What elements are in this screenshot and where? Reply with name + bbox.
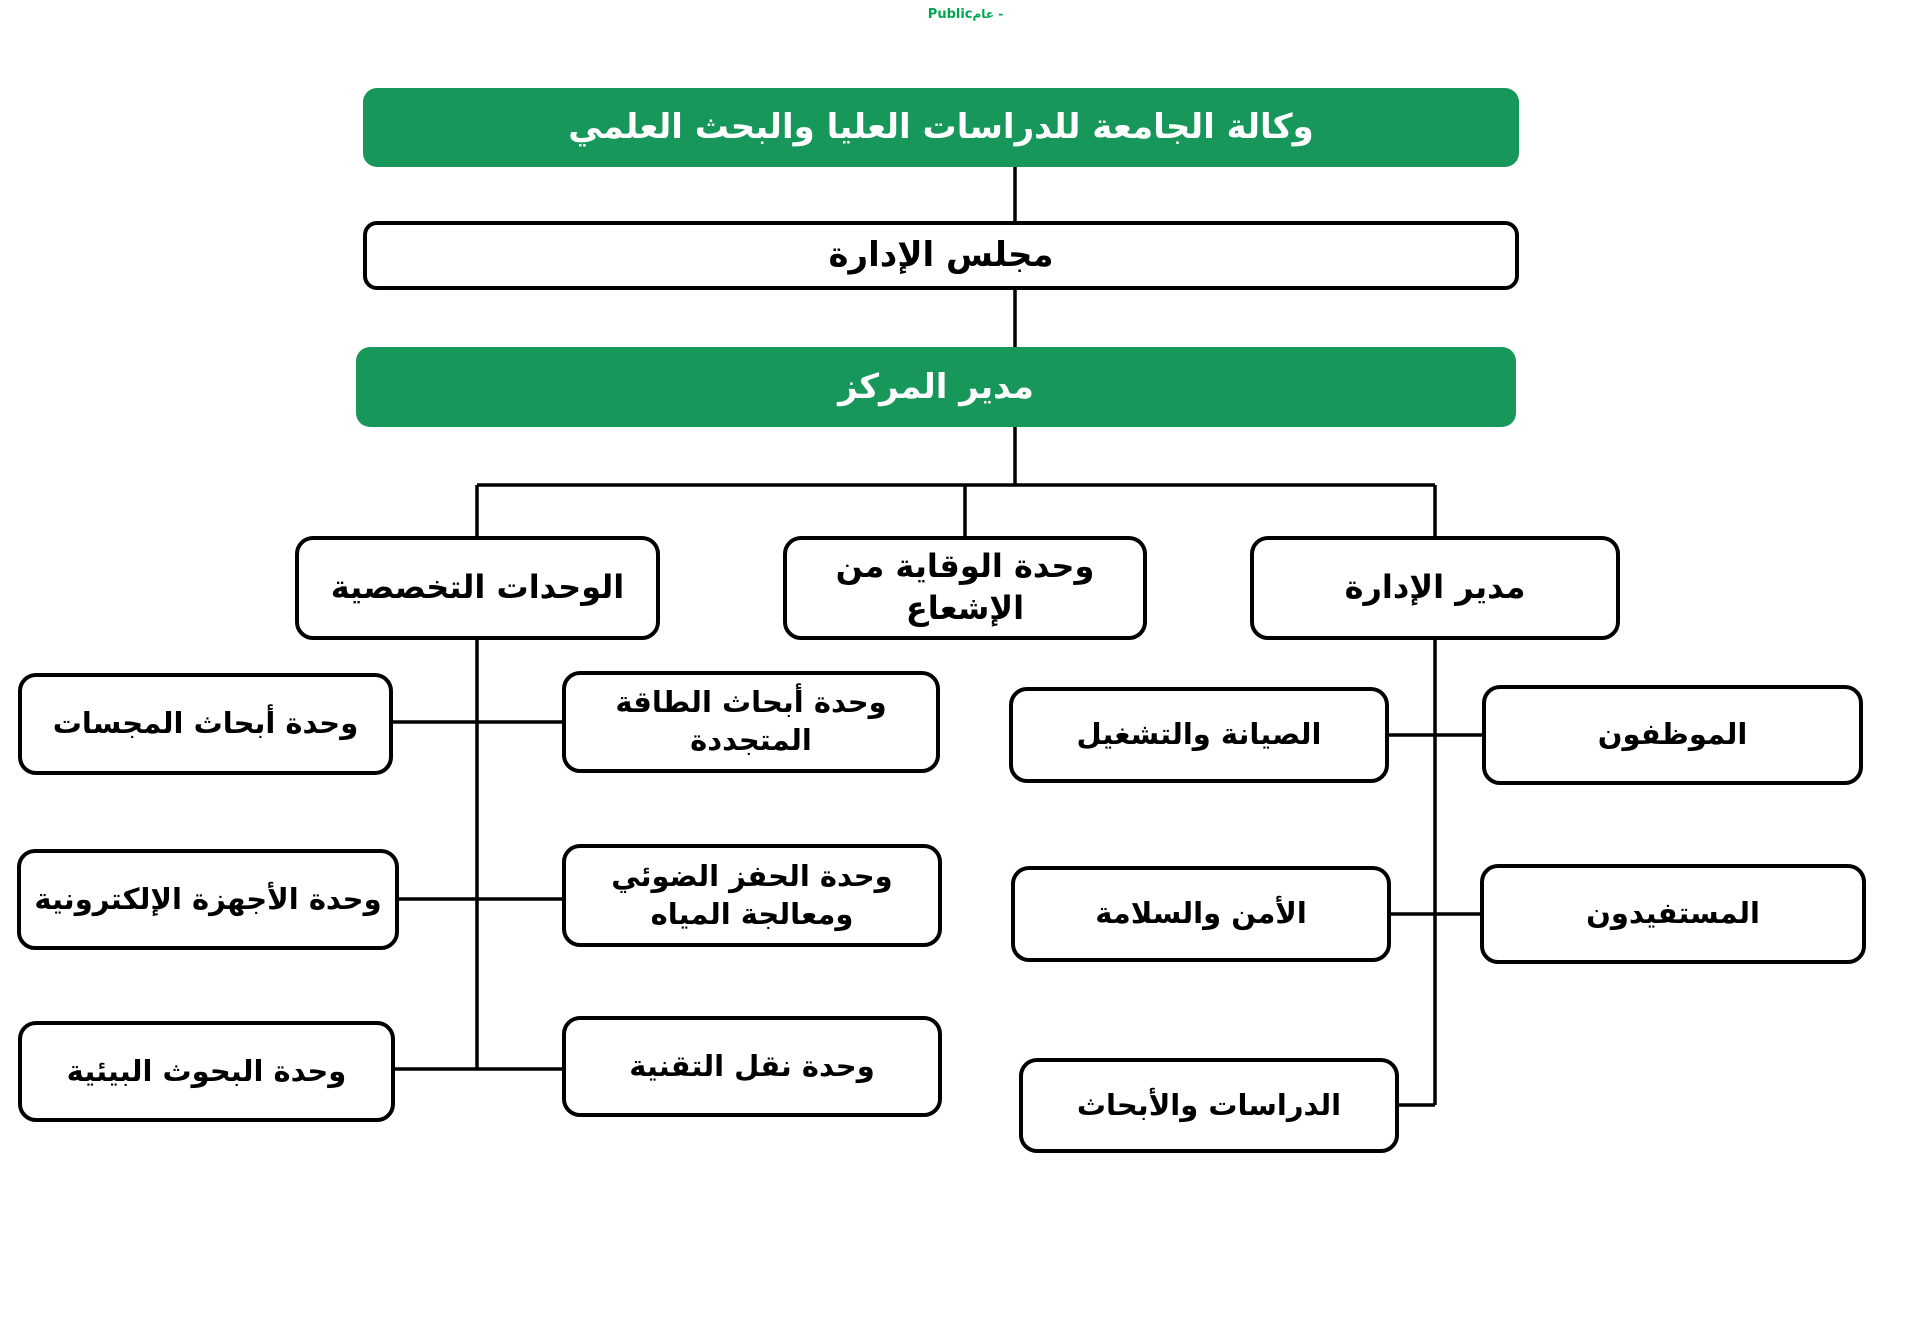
node-root-label: وكالة الجامعة للدراسات العليا والبحث الع… <box>568 107 1314 148</box>
node-admin-director-label: مدير الإدارة <box>1344 568 1526 607</box>
node-director: مدير المركز <box>356 347 1516 427</box>
node-radiation-protection: وحدة الوقاية من الإشعاع <box>783 536 1147 640</box>
node-security-safety: الأمن والسلامة <box>1011 866 1391 962</box>
classification-label-ar: عام - <box>972 7 1004 21</box>
node-technology-transfer: وحدة نقل التقنية <box>562 1016 942 1117</box>
node-environmental-research-label: وحدة البحوث البيئية <box>66 1053 347 1088</box>
node-renewable-energy: وحدة أبحاث الطاقة المتجددة <box>562 671 940 773</box>
node-sensors-research: وحدة أبحاث المجسات <box>18 673 393 775</box>
node-environmental-research: وحدة البحوث البيئية <box>18 1021 395 1122</box>
node-studies-research-label: الدراسات والأبحاث <box>1076 1087 1342 1122</box>
node-security-safety-label: الأمن والسلامة <box>1095 896 1307 931</box>
node-electronic-devices-label: وحدة الأجهزة الإلكترونية <box>34 881 382 916</box>
node-electronic-devices: وحدة الأجهزة الإلكترونية <box>17 849 399 950</box>
node-specialized-units: الوحدات التخصصية <box>295 536 660 640</box>
node-director-label: مدير المركز <box>838 366 1034 407</box>
node-employees-label: الموظفون <box>1597 717 1748 752</box>
node-sensors-research-label: وحدة أبحاث المجسات <box>52 706 359 741</box>
node-board-label: مجلس الإدارة <box>828 235 1054 276</box>
node-renewable-energy-label: وحدة أبحاث الطاقة المتجددة <box>615 685 887 757</box>
node-board: مجلس الإدارة <box>363 221 1519 290</box>
node-studies-research: الدراسات والأبحاث <box>1019 1058 1399 1153</box>
node-beneficiaries-label: المستفيدون <box>1586 896 1760 931</box>
node-beneficiaries: المستفيدون <box>1480 864 1866 964</box>
node-technology-transfer-label: وحدة نقل التقنية <box>629 1048 875 1083</box>
node-photocatalysis-water-label: وحدة الحفز الضوئي ومعالجة المياه <box>611 858 893 931</box>
classification-label: Publicعام - <box>0 6 1931 23</box>
node-radiation-protection-label: وحدة الوقاية من الإشعاع <box>835 547 1095 627</box>
node-maintenance-operation-label: الصيانة والتشغيل <box>1076 717 1322 752</box>
classification-label-en: Public <box>927 7 973 22</box>
node-root: وكالة الجامعة للدراسات العليا والبحث الع… <box>363 88 1519 167</box>
node-specialized-units-label: الوحدات التخصصية <box>330 568 625 607</box>
node-admin-director: مدير الإدارة <box>1250 536 1620 640</box>
node-employees: الموظفون <box>1482 685 1863 785</box>
node-maintenance-operation: الصيانة والتشغيل <box>1009 687 1389 783</box>
node-photocatalysis-water: وحدة الحفز الضوئي ومعالجة المياه <box>562 844 942 947</box>
